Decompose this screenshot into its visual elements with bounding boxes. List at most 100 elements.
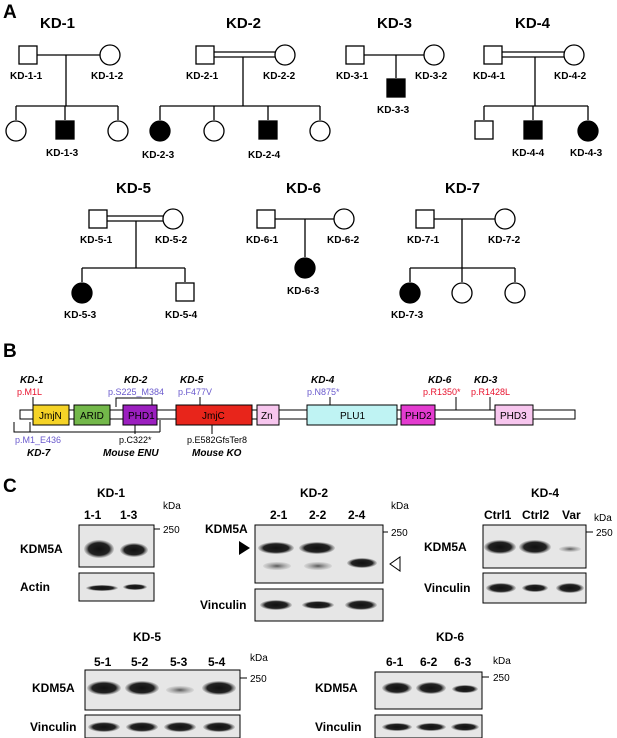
pedigree-title-kd6: KD-6 [286, 180, 321, 197]
variant-family: KD-4 [311, 375, 335, 386]
marker-label: 250 [493, 673, 510, 684]
western-kd1: KD-1 1-1 1-3 kDa 250 KDM5A Actin [20, 486, 181, 602]
pedigree-kd1 [5, 44, 129, 142]
kda-label: kDa [594, 513, 612, 524]
individual-label: KD-5-4 [165, 310, 198, 321]
pedigree-kd6 [256, 208, 355, 279]
pedigree-kd5 [71, 208, 195, 304]
blot-title: KD-6 [436, 630, 464, 644]
individual-label: KD-6-3 [287, 286, 320, 297]
blot-title: KD-4 [531, 486, 559, 500]
row-label: KDM5A [32, 681, 75, 695]
variant-family: KD-2 [124, 375, 148, 386]
pedigree-title-kd5: KD-5 [116, 180, 151, 197]
lane-label: 5-3 [170, 655, 188, 669]
variant-family: KD-7 [27, 448, 51, 459]
pedigree-title-kd4: KD-4 [515, 15, 551, 32]
row-label: Vinculin [424, 581, 470, 595]
row-label: KDM5A [315, 681, 358, 695]
domain-jmjn [32, 404, 70, 426]
individual-label: KD-3-2 [415, 71, 448, 82]
individual-label: KD-4-3 [570, 148, 603, 159]
lane-label: 2-4 [348, 508, 366, 522]
individual-label: KD-5-1 [80, 235, 113, 246]
domain-zn [256, 404, 280, 426]
variant-family: KD-6 [428, 375, 452, 386]
panel-label-b: B [3, 341, 17, 362]
individual-label: KD-7-1 [407, 235, 440, 246]
mouse-model: Mouse ENU [103, 448, 159, 459]
individual-label: KD-4-1 [473, 71, 506, 82]
domain-label: PHD3 [500, 411, 527, 422]
kda-label: kDa [250, 653, 268, 664]
individual-label: KD-1-1 [10, 71, 43, 82]
lane-label: 2-2 [309, 508, 327, 522]
panel-label-a: A [3, 2, 17, 23]
individual-label: KD-6-1 [246, 235, 279, 246]
individual-label: KD-5-3 [64, 310, 97, 321]
domain-label: JmjC [202, 411, 225, 422]
variant-family: KD-5 [180, 375, 204, 386]
lane-label: Ctrl2 [522, 508, 550, 522]
variant-family: KD-3 [474, 375, 498, 386]
individual-label: KD-5-2 [155, 235, 188, 246]
lane-label: 5-1 [94, 655, 112, 669]
marker-label: 250 [391, 528, 408, 539]
mouse-model: Mouse KO [192, 448, 242, 459]
pedigree-title-kd1: KD-1 [40, 15, 75, 32]
kda-label: kDa [163, 501, 181, 512]
row-label: Vinculin [315, 720, 361, 734]
individual-label: KD-3-3 [377, 105, 410, 116]
blot-title: KD-5 [133, 630, 161, 644]
individual-label: KD-2-2 [263, 71, 296, 82]
kda-label: kDa [493, 656, 511, 667]
domain-arid [73, 404, 111, 426]
lane-label: 1-3 [120, 508, 138, 522]
blot-title: KD-2 [300, 486, 328, 500]
domain-jmjc [175, 404, 253, 426]
row-label: Vinculin [30, 720, 76, 734]
individual-label: KD-1-2 [91, 71, 124, 82]
lane-label: 6-1 [386, 655, 404, 669]
pedigree-kd7 [399, 208, 526, 304]
domain-phd1 [122, 404, 158, 426]
row-label: KDM5A [424, 540, 467, 554]
row-label: Actin [20, 580, 50, 594]
domain-phd3 [494, 404, 534, 426]
individual-label: KD-7-2 [488, 235, 521, 246]
row-label: KDM5A [205, 522, 248, 536]
kda-label: kDa [391, 501, 409, 512]
domain-label: PHD1 [128, 411, 155, 422]
row-label: KDM5A [20, 542, 63, 556]
individual-label: KD-2-1 [186, 71, 219, 82]
marker-label: 250 [163, 525, 180, 536]
mouse-change: p.E582GfsTer8 [187, 435, 247, 445]
variant-change: p.R1350* [423, 387, 461, 397]
lane-label: Ctrl1 [484, 508, 512, 522]
variant-change: p.M1L [17, 387, 42, 397]
western-kd4: KD-4 Ctrl1 Ctrl2 Var kDa 250 KDM5A Vincu… [424, 486, 613, 604]
pedigree-kd2 [149, 44, 331, 142]
band-arrowhead-filled [239, 541, 250, 555]
pedigree-kd3 [345, 44, 445, 98]
lane-label: 6-2 [420, 655, 438, 669]
domain-plu1 [306, 404, 398, 426]
lane-label: 1-1 [84, 508, 102, 522]
blot-title: KD-1 [97, 486, 125, 500]
band-arrowhead-open [389, 556, 401, 572]
domain-label: Zn [261, 411, 273, 422]
individual-label: KD-2-4 [248, 150, 281, 161]
individual-label: KD-2-3 [142, 150, 175, 161]
marker-label: 250 [596, 528, 613, 539]
pedigree-title-kd3: KD-3 [377, 15, 412, 32]
pedigree-title-kd7: KD-7 [445, 180, 480, 197]
row-label: Vinculin [200, 598, 246, 612]
variant-ticks [32, 397, 491, 434]
lane-label: Var [562, 508, 581, 522]
individual-label: KD-4-2 [554, 71, 587, 82]
variant-change: p.M1_E436 [15, 435, 61, 445]
lane-label: 5-2 [131, 655, 149, 669]
variant-family: KD-1 [20, 375, 44, 386]
western-kd6: KD-6 6-1 6-2 6-3 kDa 250 KDM5A Vinculin [315, 630, 511, 738]
